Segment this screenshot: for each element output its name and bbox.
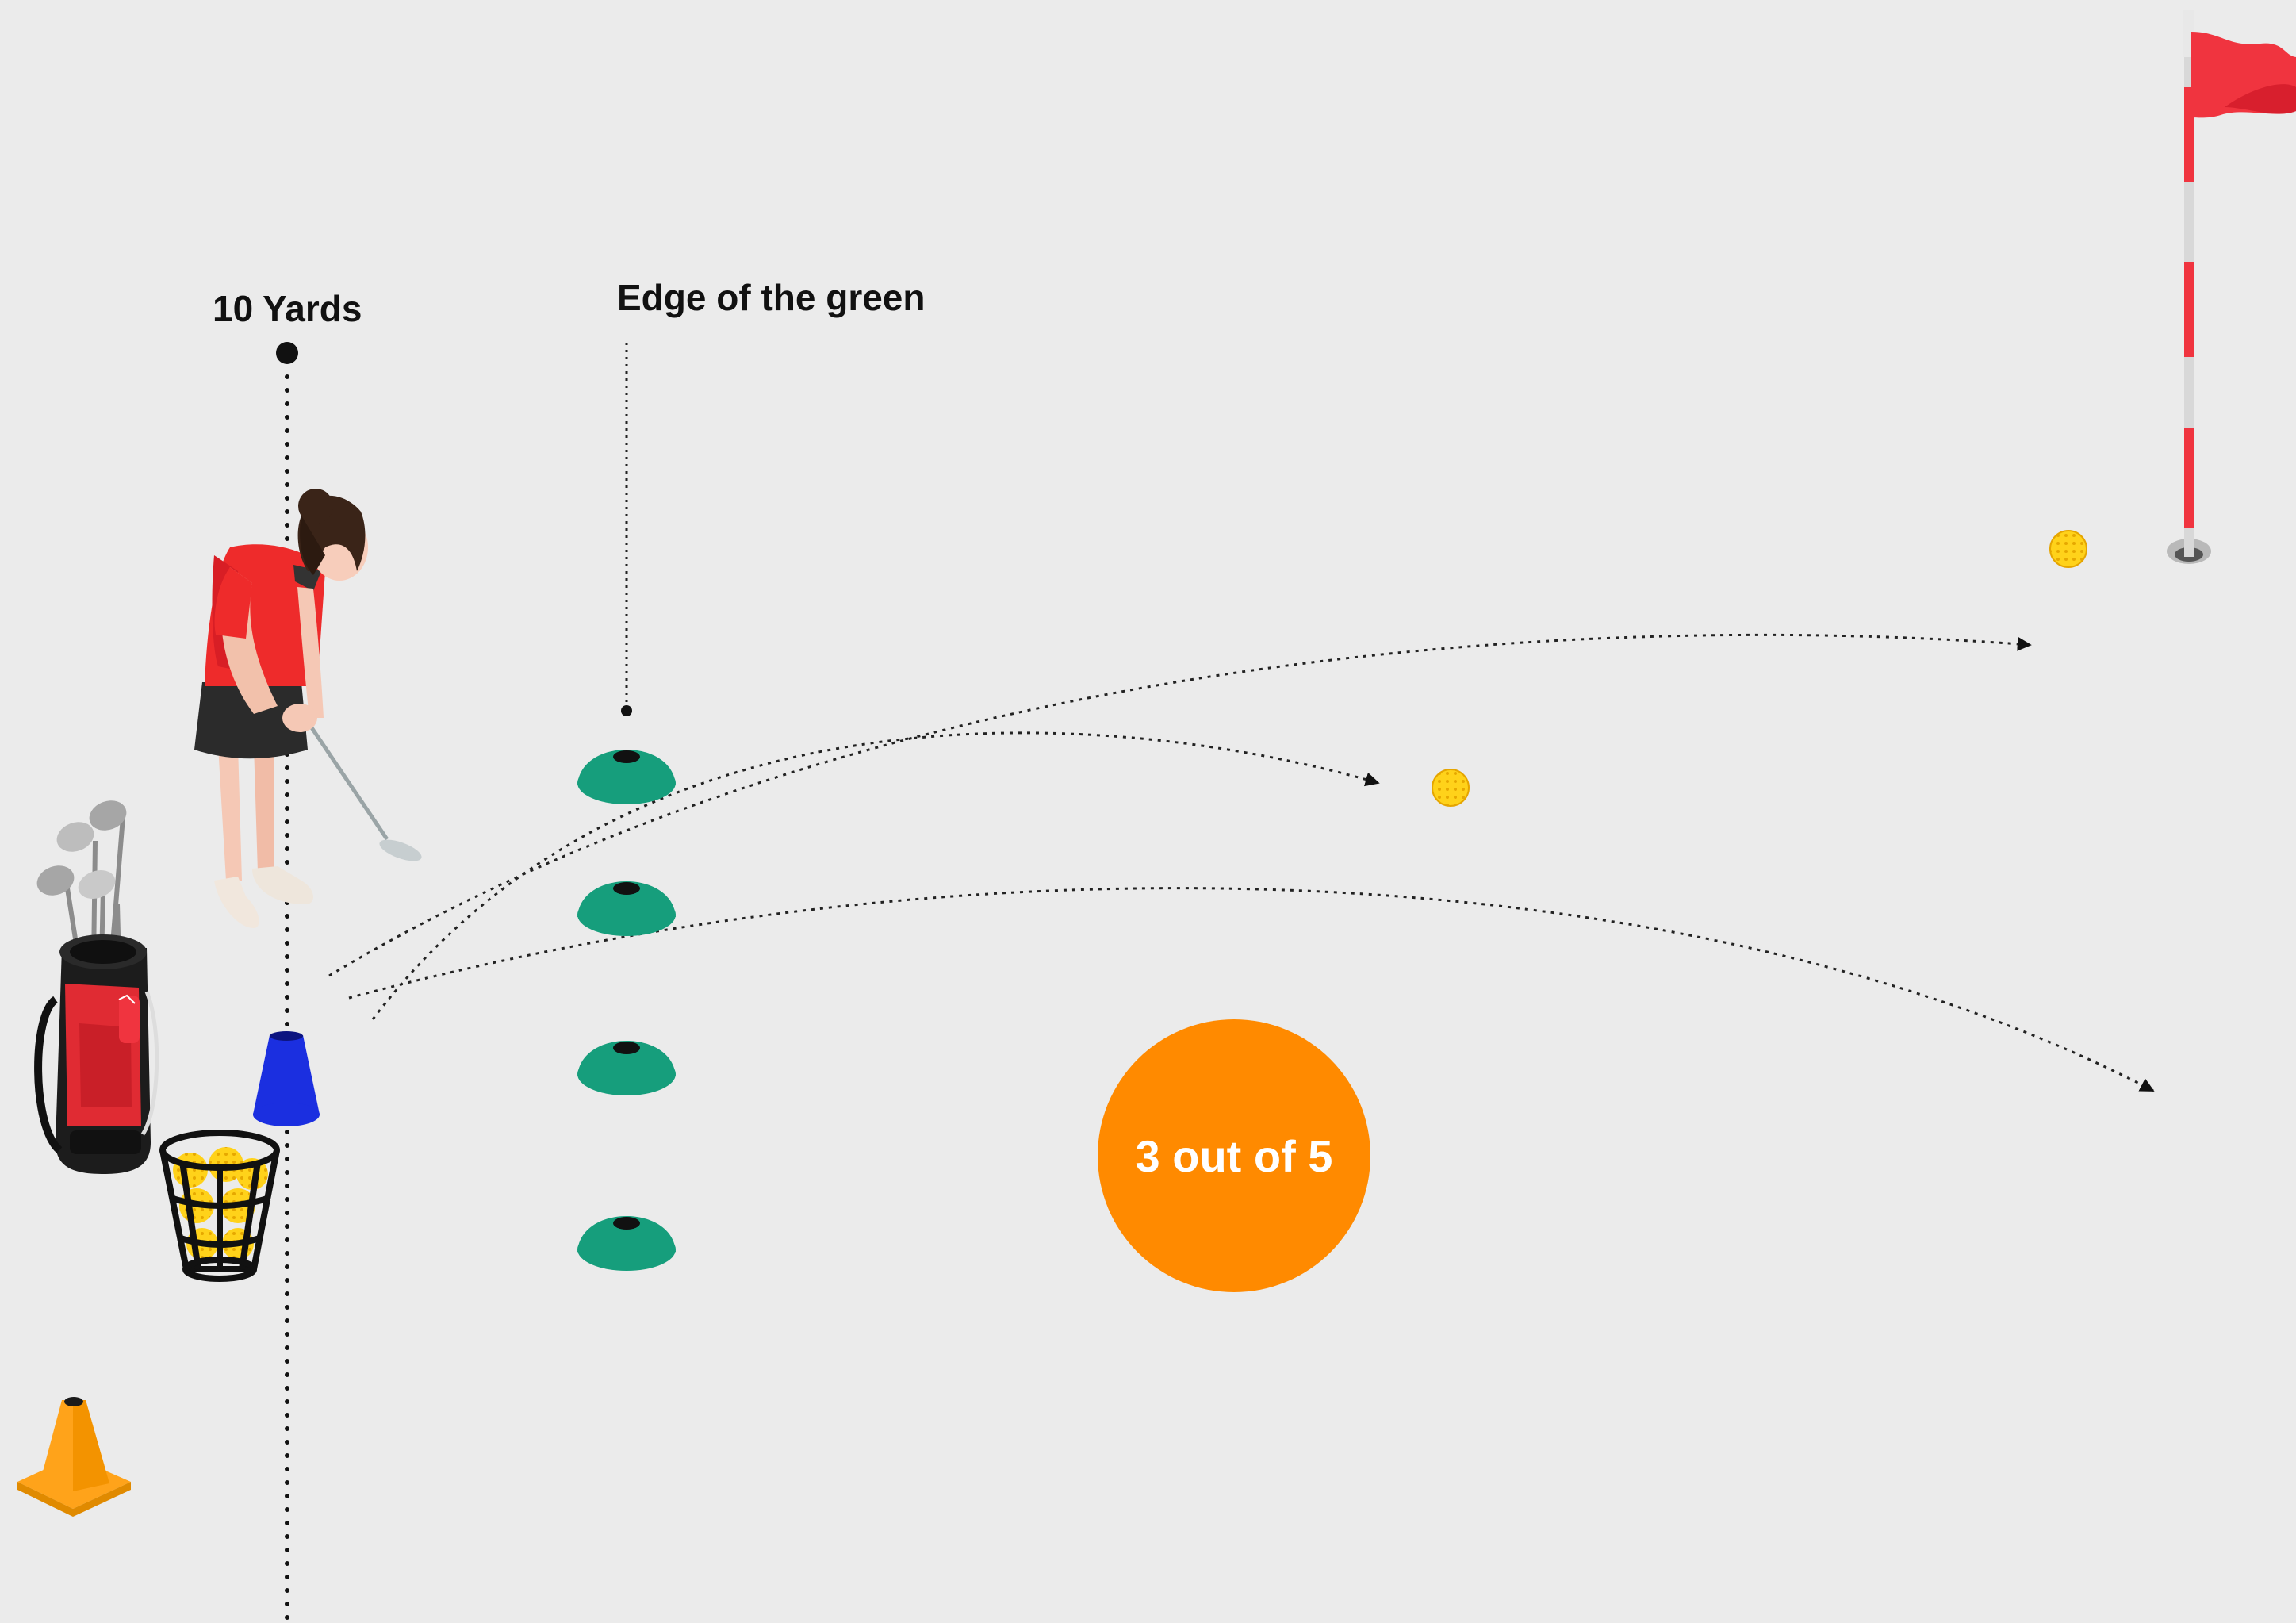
score-text: 3 out of 5	[1135, 1130, 1333, 1181]
green-edge-endpoint	[621, 705, 632, 716]
yard-line	[276, 342, 298, 1621]
score-badge: 3 out of 5	[1098, 1019, 1370, 1292]
disc-marker-icon	[577, 1216, 676, 1271]
flag-icon	[2167, 10, 2296, 564]
golf-bag-icon	[34, 800, 159, 1174]
disc-marker-icon	[577, 1041, 676, 1095]
golf-ball-icon	[1432, 769, 1470, 807]
golf-ball-icon	[2049, 530, 2087, 568]
blue-cone-icon	[253, 1031, 320, 1126]
green-edge-label: Edge of the green	[617, 277, 926, 318]
golfer-icon	[194, 489, 422, 928]
ball-basket-icon	[159, 1130, 280, 1282]
yard-line-endpoint	[276, 342, 298, 364]
green-edge-pointer	[621, 343, 632, 716]
yard-line-label: 10 Yards	[213, 288, 362, 329]
disc-marker-icon	[577, 750, 676, 804]
disc-marker-icon	[577, 881, 676, 936]
trajectory-medium	[371, 731, 1380, 1020]
traffic-cone-icon	[17, 1397, 131, 1517]
trajectory-long	[328, 633, 2032, 977]
disc-marker-row	[577, 750, 676, 1271]
